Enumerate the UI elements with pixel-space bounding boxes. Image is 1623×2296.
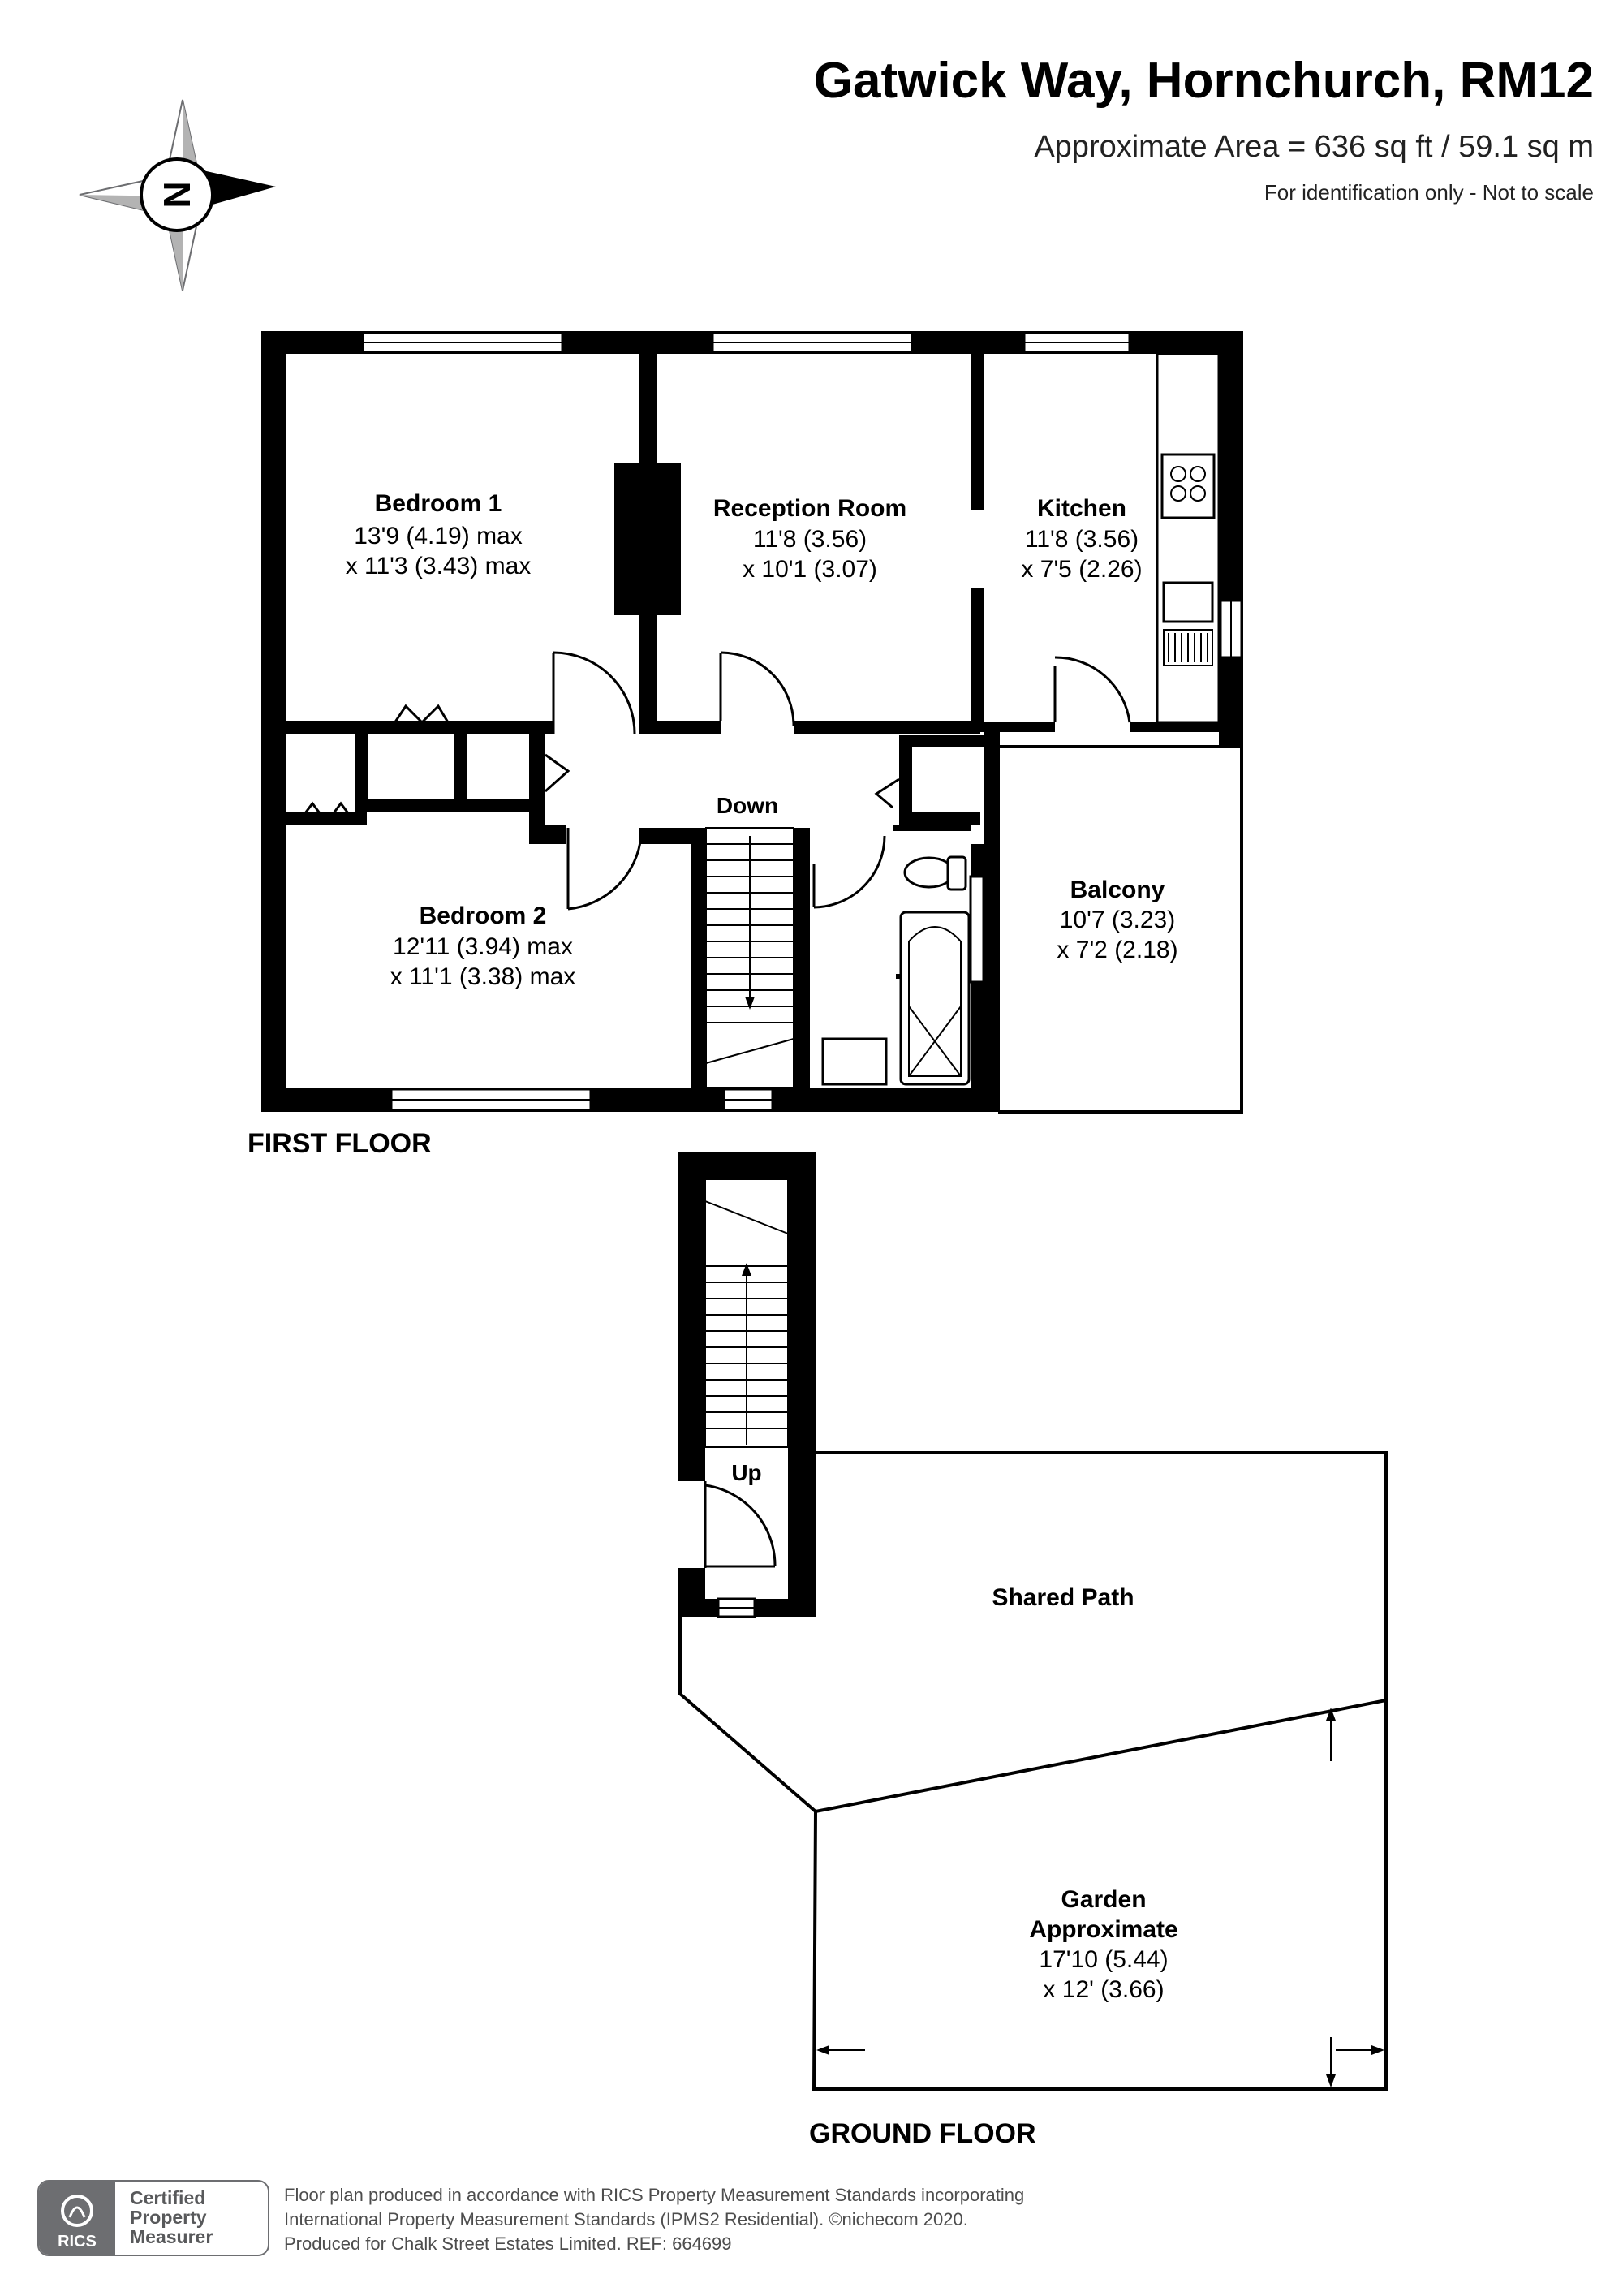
garden-dim2: x 12' (3.66) [1043, 1976, 1164, 2003]
kitchen-name: Kitchen [1037, 495, 1126, 522]
shared-path-label: Shared Path [992, 1584, 1134, 1611]
bedroom2-dim2: x 11'1 (3.38) max [390, 963, 576, 990]
badge-line3: Measurer [130, 2226, 213, 2247]
garden-dim1: 17'10 (5.44) [1039, 1946, 1168, 1973]
garden-approximate: Approximate [1029, 1916, 1177, 1943]
badge-line1: Certified [130, 2187, 206, 2208]
bedroom2-dim1: 12'11 (3.94) max [393, 933, 573, 960]
bedroom2-name: Bedroom 2 [420, 902, 547, 929]
stairs-up [704, 1178, 789, 1448]
bedroom1-dim2: x 11'3 (3.43) max [346, 553, 532, 579]
bedroom1-name: Bedroom 1 [375, 490, 502, 517]
rics-logo-icon: RICS [39, 2182, 115, 2255]
rics-logo-text: RICS [58, 2233, 97, 2251]
garden-name: Garden [1061, 1886, 1146, 1913]
rics-certified-badge: RICS Certified Property Measurer [37, 2180, 269, 2256]
kitchen-dim2: x 7'5 (2.26) [1021, 556, 1142, 583]
reception-dim2: x 10'1 (3.07) [743, 556, 877, 583]
footer-line3: Produced for Chalk Street Estates Limite… [284, 2234, 732, 2254]
property-title: Gatwick Way, Hornchurch, RM12 [813, 53, 1594, 109]
footer-line1: Floor plan produced in accordance with R… [284, 2185, 1025, 2205]
first-floor-plan: Bedroom 1 13'9 (4.19) max x 11'3 (3.43) … [248, 331, 1243, 1159]
balcony-name: Balcony [1070, 877, 1165, 903]
stairs-up-label: Up [731, 1460, 761, 1485]
kitchen-dim1: 11'8 (3.56) [1025, 526, 1139, 553]
scale-note: For identification only - Not to scale [1264, 180, 1594, 205]
stairs-down [705, 827, 794, 1088]
footer-notes: Floor plan produced in accordance with R… [284, 2183, 1024, 2256]
ground-floor-label: GROUND FLOOR [809, 2118, 1036, 2149]
badge-line2: Property [130, 2207, 207, 2228]
reception-name: Reception Room [713, 495, 906, 522]
bedroom1-dim1: 13'9 (4.19) max [354, 523, 523, 549]
balcony-dim2: x 7'2 (2.18) [1057, 937, 1177, 963]
footer-line2: International Property Measurement Stand… [284, 2209, 968, 2229]
ground-floor-plan: Up Shared Path Garden Approximate 17'10 … [678, 1152, 1388, 2149]
reception-dim1: 11'8 (3.56) [753, 526, 867, 553]
compass-north-label: N [156, 181, 198, 208]
stairs-down-label: Down [717, 793, 778, 818]
compass-rose-icon: N [79, 99, 276, 291]
balcony-dim1: 10'7 (3.23) [1060, 907, 1176, 933]
approximate-area: Approximate Area = 636 sq ft / 59.1 sq m [1034, 130, 1594, 164]
first-floor-label: FIRST FLOOR [248, 1128, 432, 1159]
